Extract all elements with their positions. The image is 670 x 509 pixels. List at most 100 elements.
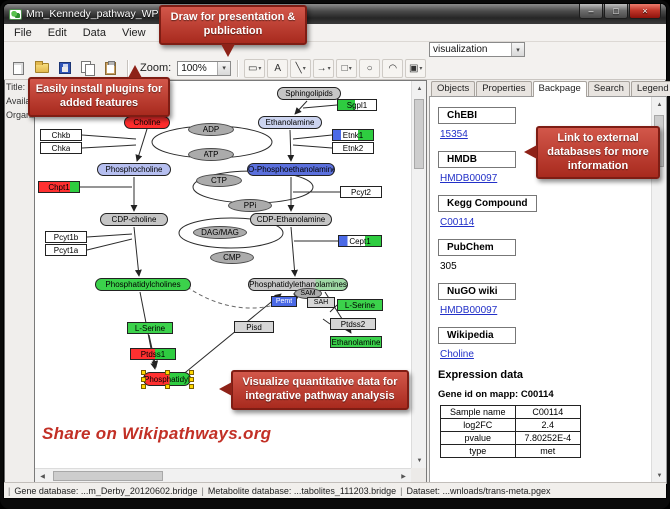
- canvas-vertical-scrollbar[interactable]: ▲ ▼: [411, 81, 426, 468]
- tab-objects[interactable]: Objects: [431, 81, 476, 96]
- node-dag-mag[interactable]: DAG/MAG: [193, 226, 247, 239]
- table-cell: type: [440, 444, 516, 458]
- node-pcyt1b[interactable]: Pcyt1b: [45, 231, 87, 243]
- callout-link: Link to external databases for more info…: [524, 126, 660, 180]
- visualization-select[interactable]: visualization ▾: [429, 42, 525, 57]
- node-chkb[interactable]: Chkb: [40, 129, 82, 141]
- menu-view[interactable]: View: [121, 26, 146, 39]
- zoom-select[interactable]: 100% ▾: [177, 60, 232, 76]
- node-ctp[interactable]: CTP: [196, 174, 242, 187]
- backpage-link[interactable]: HMDB00097: [440, 173, 498, 184]
- selection-handle[interactable]: [165, 384, 170, 389]
- arrow-tool[interactable]: →▾: [313, 58, 335, 78]
- rect-tool[interactable]: □▾: [336, 58, 358, 78]
- label-tool[interactable]: A: [267, 58, 289, 78]
- node-pcyt2[interactable]: Pcyt2: [340, 186, 382, 198]
- titlebar[interactable]: Mm_Kennedy_pathway_WP1771_45176.gpml – □…: [4, 4, 666, 24]
- node-pemt[interactable]: Pemt: [271, 296, 297, 307]
- copy-icon[interactable]: [77, 59, 98, 78]
- maximize-button[interactable]: □: [604, 4, 628, 19]
- tab-properties[interactable]: Properties: [476, 81, 532, 96]
- node-ethanolamine-2[interactable]: Ethanolamine: [330, 336, 382, 348]
- node-ethanolamine[interactable]: Ethanolamine: [258, 116, 322, 129]
- scroll-thumb[interactable]: [414, 99, 424, 169]
- node-pisd[interactable]: Pisd: [234, 321, 274, 333]
- selection-handle[interactable]: [141, 370, 146, 375]
- scroll-thumb[interactable]: [53, 471, 163, 481]
- tab-legend[interactable]: Legend: [630, 81, 670, 96]
- minimize-button[interactable]: –: [579, 4, 603, 19]
- node-sah[interactable]: SAH: [307, 297, 335, 308]
- node-label: SAM: [300, 290, 316, 297]
- node-l-serine-right[interactable]: L-Serine: [337, 299, 383, 311]
- scroll-down-icon[interactable]: ▼: [656, 472, 663, 479]
- node-choline[interactable]: Choline: [124, 116, 170, 129]
- scroll-up-icon[interactable]: ▲: [656, 101, 663, 108]
- node-ptdss1[interactable]: Ptdss1: [130, 348, 176, 360]
- node-cdp-choline[interactable]: CDP-choline: [100, 213, 168, 226]
- close-button[interactable]: ×: [629, 4, 661, 19]
- backpage-link[interactable]: HMDB00097: [440, 305, 498, 316]
- node-cmp[interactable]: CMP: [210, 251, 254, 264]
- selection-handle[interactable]: [165, 370, 170, 375]
- tab-search[interactable]: Search: [587, 81, 630, 96]
- node-sgpl1[interactable]: Sgpl1: [337, 99, 377, 111]
- menu-edit[interactable]: Edit: [47, 26, 67, 39]
- paste-icon[interactable]: [100, 59, 121, 78]
- canvas-horizontal-scrollbar[interactable]: ◀ ▶: [35, 468, 411, 483]
- node-etnk2[interactable]: Etnk2: [332, 142, 374, 154]
- node-cept1[interactable]: Cept1: [338, 235, 382, 247]
- node-o-phosphoethanolamine[interactable]: O-Phosphoethanolamine: [247, 163, 335, 176]
- new-file-icon[interactable]: [8, 59, 29, 78]
- node-label: CDP-choline: [111, 215, 157, 224]
- scroll-down-icon[interactable]: ▼: [416, 457, 423, 464]
- datanode-tool[interactable]: ▭▾: [244, 58, 266, 78]
- node-pcyt1a[interactable]: Pcyt1a: [45, 244, 87, 256]
- scroll-right-icon[interactable]: ▶: [401, 474, 406, 480]
- scroll-up-icon[interactable]: ▲: [416, 85, 423, 92]
- node-etnk1[interactable]: Etnk1: [332, 129, 374, 141]
- backpage-link[interactable]: C00114: [440, 217, 475, 228]
- ellipse-tool-icon: ○: [366, 62, 373, 74]
- selection-handle[interactable]: [141, 377, 146, 382]
- node-chpt1[interactable]: Chpt1: [38, 181, 80, 193]
- callout-pointer: [221, 43, 235, 57]
- template-tool[interactable]: ▣▾: [405, 58, 427, 78]
- selection-handle[interactable]: [189, 377, 194, 382]
- selection-handle[interactable]: [189, 370, 194, 375]
- node-ptdss2[interactable]: Ptdss2: [330, 318, 376, 330]
- node-sphingolipids[interactable]: Sphingolipids: [277, 87, 341, 100]
- node-cdp-ethanolamine[interactable]: CDP-Ethanolamine: [250, 213, 332, 226]
- callout-pointer: [128, 65, 142, 78]
- node-adp[interactable]: ADP: [188, 123, 234, 136]
- node-chka[interactable]: Chka: [40, 142, 82, 154]
- node-phosphatidylcholines[interactable]: Phosphatidylcholines: [95, 278, 191, 291]
- status-separator: |: [201, 485, 204, 496]
- open-folder-icon[interactable]: [31, 59, 52, 78]
- node-phosphatidylserines[interactable]: Phosphatidylserines: [141, 370, 194, 389]
- backpage-link[interactable]: 15354: [440, 129, 468, 140]
- menu-data[interactable]: Data: [82, 26, 106, 39]
- arc-tool[interactable]: ◠: [382, 58, 404, 78]
- backpage-link[interactable]: Choline: [440, 349, 474, 360]
- node-atp[interactable]: ATP: [188, 148, 234, 161]
- selection-handle[interactable]: [189, 384, 194, 389]
- save-icon[interactable]: [54, 59, 75, 78]
- menu-file[interactable]: File: [14, 26, 32, 39]
- node-ppi[interactable]: PPi: [228, 199, 272, 212]
- table-cell: Sample name: [440, 405, 516, 419]
- table-cell: 7.80252E-4: [514, 431, 582, 445]
- tab-backpage[interactable]: Backpage: [532, 81, 587, 97]
- node-phosphocholine[interactable]: Phosphocholine: [97, 163, 171, 176]
- callout-pointer: [219, 382, 232, 396]
- ellipse-tool[interactable]: ○: [359, 58, 381, 78]
- visualization-value: visualization: [433, 44, 488, 55]
- node-label: L-Serine: [344, 300, 376, 310]
- backpage-section-heading: ChEBI: [438, 107, 516, 124]
- line-tool[interactable]: ╲▾: [290, 58, 312, 78]
- node-l-serine-left[interactable]: L-Serine: [127, 322, 173, 334]
- selection-handle[interactable]: [141, 384, 146, 389]
- scroll-left-icon[interactable]: ◀: [40, 474, 45, 480]
